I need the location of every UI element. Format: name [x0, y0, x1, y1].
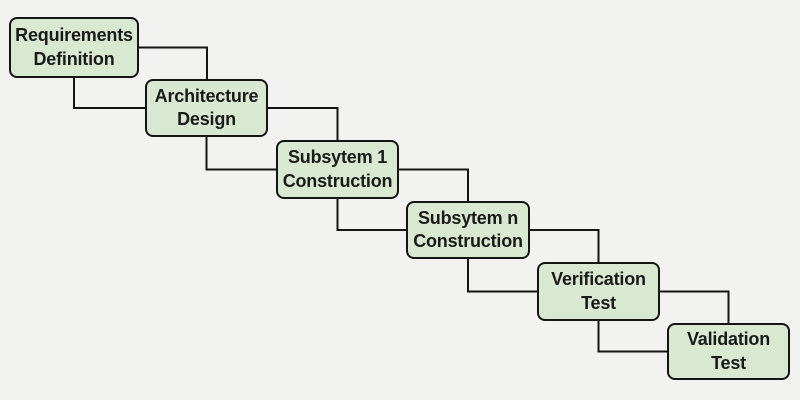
node-label-line: Definition	[33, 48, 115, 69]
node-label-line: Test	[711, 352, 746, 373]
connector-architecture-subsytem1-bottom	[205, 137, 276, 171]
connector-verification-validation-bottom	[597, 321, 667, 353]
connector-subsytemn-verification-top	[530, 229, 600, 262]
node-label-line: Design	[177, 109, 236, 129]
node-subsytem-1-construction: Subsytem 1 Construction	[276, 140, 399, 199]
connector-subsytemn-verification-bottom	[467, 259, 537, 293]
node-label-line: Test	[581, 292, 616, 313]
connector-requirements-architecture-bottom	[73, 78, 145, 109]
node-label-line: Construction	[413, 231, 523, 251]
connector-verification-validation-top	[660, 290, 730, 323]
node-architecture-design: Architecture Design	[145, 79, 268, 137]
connector-requirements-architecture-top	[139, 46, 208, 79]
connector-architecture-subsytem1-top	[268, 107, 339, 140]
node-label-line: Architecture	[154, 85, 259, 106]
connector-subsytem1-subsytemn-bottom	[336, 199, 406, 231]
node-label-line: Subsytem n	[417, 207, 519, 228]
node-label-line: Subsytem 1	[287, 147, 388, 168]
node-label-line: Validation	[686, 329, 771, 350]
node-verification-test: Verification Test	[537, 262, 660, 321]
node-validation-test: Validation Test	[667, 323, 790, 380]
node-label-line: Requirements	[15, 25, 133, 46]
node-label-line: Verification	[551, 269, 646, 290]
node-subsytem-n-construction: Subsytem n Construction	[406, 201, 530, 259]
node-requirements-definition: Requirements Definition	[9, 17, 139, 78]
connector-subsytem1-subsytemn-top	[399, 168, 469, 201]
node-label-line: Construction	[282, 170, 393, 191]
